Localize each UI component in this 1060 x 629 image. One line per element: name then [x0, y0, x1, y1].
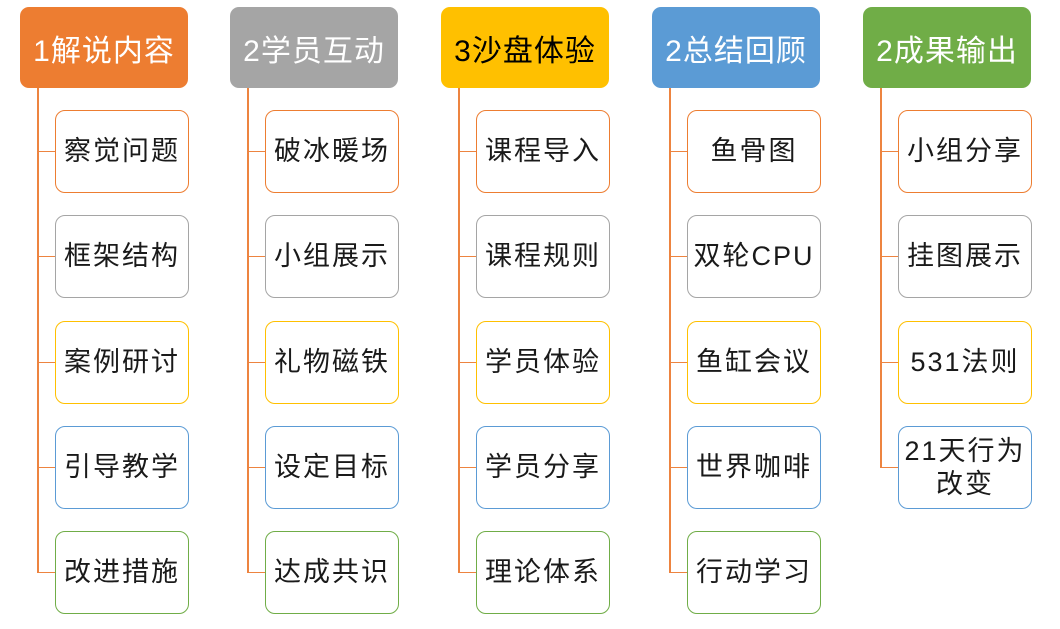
diagram-column-3: 3沙盘体验课程导入课程规则学员体验学员分享理论体系: [441, 0, 610, 629]
connector-stub: [670, 466, 687, 469]
branch-node: 破冰暖场: [265, 110, 399, 193]
branch-node: 行动学习: [687, 531, 821, 614]
connector-vertical-line: [37, 88, 39, 573]
branch-node-label: 理论体系: [485, 557, 601, 588]
branch-node-label: 鱼骨图: [710, 136, 798, 167]
branch-node-label: 学员体验: [485, 347, 601, 378]
connector-stub: [459, 361, 476, 364]
connector-stub: [248, 255, 265, 258]
branch-node-label: 双轮CPU: [693, 241, 815, 272]
branch-node: 礼物磁铁: [265, 321, 399, 404]
branch-node: 学员体验: [476, 321, 610, 404]
branch-node: 理论体系: [476, 531, 610, 614]
branch-node-label: 礼物磁铁: [274, 347, 390, 378]
diagram-column-2: 2学员互动破冰暖场小组展示礼物磁铁设定目标达成共识: [230, 0, 399, 629]
branch-node: 课程规则: [476, 215, 610, 298]
column-header-label: 2总结回顾: [665, 34, 807, 68]
diagram-column-4: 2总结回顾鱼骨图双轮CPU 鱼缸会议世界咖啡行动学习: [652, 0, 821, 629]
column-header-label: 2学员互动: [243, 34, 385, 68]
connector-stub: [459, 571, 476, 574]
column-header: 2成果输出: [863, 7, 1031, 88]
branch-node-label: 框架结构: [64, 241, 180, 272]
branch-node-label: 察觉问题: [64, 136, 180, 167]
column-header: 2总结回顾: [652, 7, 820, 88]
connector-stub: [881, 466, 898, 469]
connector-stub: [38, 466, 55, 469]
column-header-label: 2成果输出: [876, 34, 1018, 68]
diagram-column-5: 2成果输出小组分享挂图展示 531法则 21天行为 改变: [863, 0, 1032, 629]
branch-node: 小组分享: [898, 110, 1032, 193]
connector-stub: [459, 150, 476, 153]
connector-vertical-line: [458, 88, 460, 573]
branch-node: 引导教学: [55, 426, 189, 509]
connector-stub: [459, 466, 476, 469]
connector-stub: [881, 361, 898, 364]
branch-node: 双轮CPU: [687, 215, 821, 298]
branch-node: 改进措施: [55, 531, 189, 614]
connector-stub: [38, 255, 55, 258]
diagram-column-1: 1解说内容察觉问题框架结构案例研讨引导教学改进措施: [20, 0, 189, 629]
branch-node: 鱼骨图: [687, 110, 821, 193]
branch-node-label: 设定目标: [274, 452, 390, 483]
connector-stub: [459, 255, 476, 258]
branch-node-label: 案例研讨: [64, 347, 180, 378]
branch-node-label: 小组展示: [274, 241, 390, 272]
branch-node: 小组展示: [265, 215, 399, 298]
connector-vertical-line: [669, 88, 671, 573]
branch-node-label: 学员分享: [485, 452, 601, 483]
column-header-label: 1解说内容: [33, 34, 175, 68]
branch-node-label: 小组分享: [907, 136, 1023, 167]
connector-stub: [248, 571, 265, 574]
branch-node: 察觉问题: [55, 110, 189, 193]
branch-node-label: 世界咖啡: [696, 452, 812, 483]
branch-node-label: 21天行为 改变: [904, 436, 1026, 499]
branch-node-label: 破冰暖场: [274, 136, 390, 167]
connector-stub: [670, 571, 687, 574]
branch-node: 达成共识: [265, 531, 399, 614]
connector-stub: [38, 150, 55, 153]
column-header-label: 3沙盘体验: [454, 34, 596, 68]
column-header: 1解说内容: [20, 7, 188, 88]
connector-stub: [38, 571, 55, 574]
branch-node-label: 鱼缸会议: [696, 347, 812, 378]
branch-node-label: 课程导入: [485, 136, 601, 167]
connector-stub: [248, 466, 265, 469]
branch-node: 21天行为 改变: [898, 426, 1032, 509]
connector-stub: [248, 150, 265, 153]
column-header: 2学员互动: [230, 7, 398, 88]
connector-stub: [670, 255, 687, 258]
branch-node: 案例研讨: [55, 321, 189, 404]
connector-stub: [38, 361, 55, 364]
branch-node-label: 行动学习: [696, 557, 812, 588]
connector-stub: [881, 255, 898, 258]
branch-node: 世界咖啡: [687, 426, 821, 509]
branch-node: 挂图展示: [898, 215, 1032, 298]
branch-node: 课程导入: [476, 110, 610, 193]
branch-node-label: 改进措施: [64, 557, 180, 588]
branch-node-label: 引导教学: [64, 452, 180, 483]
branch-node: 设定目标: [265, 426, 399, 509]
branch-node-label: 531法则: [910, 347, 1020, 378]
connector-stub: [670, 150, 687, 153]
branch-node: 学员分享: [476, 426, 610, 509]
branch-node-label: 挂图展示: [907, 241, 1023, 272]
branch-node: 框架结构: [55, 215, 189, 298]
connector-vertical-line: [247, 88, 249, 573]
connector-stub: [248, 361, 265, 364]
branch-node: 鱼缸会议: [687, 321, 821, 404]
branch-node: 531法则: [898, 321, 1032, 404]
connector-stub: [881, 150, 898, 153]
branch-node-label: 达成共识: [274, 557, 390, 588]
connector-stub: [670, 361, 687, 364]
column-header: 3沙盘体验: [441, 7, 609, 88]
connector-vertical-line: [880, 88, 882, 468]
branch-node-label: 课程规则: [485, 241, 601, 272]
